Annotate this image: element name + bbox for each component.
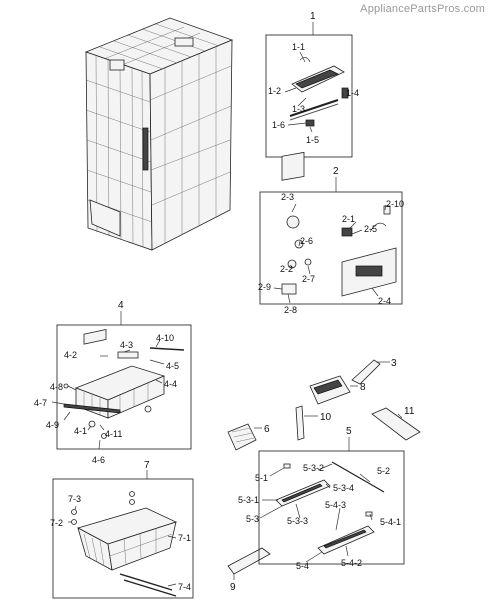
label-2-7: 2-7 xyxy=(302,274,315,284)
part-11: 11 xyxy=(371,406,421,441)
label-5-4: 5-4 xyxy=(296,561,309,571)
label-1-6: 1-6 xyxy=(272,120,285,130)
label-7-4: 7-4 xyxy=(178,582,191,592)
label-2-6: 2-6 xyxy=(300,236,313,246)
group-7: 7 7-3 7-2 7-1 7-4 xyxy=(50,460,194,599)
refrigerator-cabinet xyxy=(84,17,234,251)
label-1-5: 1-5 xyxy=(306,135,319,145)
label-4-1: 4-1 xyxy=(74,426,87,436)
label-5-3-1: 5-3-1 xyxy=(238,495,259,505)
label-5-1: 5-1 xyxy=(255,473,268,483)
label-2-8: 2-8 xyxy=(284,305,297,315)
label-4-9: 4-9 xyxy=(46,420,59,430)
label-2-4: 2-4 xyxy=(378,296,391,306)
label-7-2: 7-2 xyxy=(50,518,63,528)
label-4-4: 4-4 xyxy=(164,379,177,389)
label-4-2: 4-2 xyxy=(64,350,77,360)
label-2-1: 2-1 xyxy=(342,214,355,224)
label-5-4-2: 5-4-2 xyxy=(341,558,362,568)
label-4-10: 4-10 xyxy=(156,333,174,343)
label-4-6: 4-6 xyxy=(92,455,105,465)
label-5-3-2: 5-3-2 xyxy=(303,463,324,473)
part-10: 10 xyxy=(295,405,332,441)
label-10: 10 xyxy=(320,412,332,423)
label-1-3: 1-3 xyxy=(292,104,305,114)
label-2-9: 2-9 xyxy=(258,282,271,292)
part-9: 9 xyxy=(227,547,271,593)
group-2: 2 2-3 2-10 2-1 2-5 2-6 2-2 2-7 2-9 2-8 xyxy=(258,151,404,315)
label-9: 9 xyxy=(230,582,236,593)
group-1: 1 1-1 1-2 1-3 1-4 1-6 1-5 xyxy=(265,11,359,158)
label-2-5: 2-5 xyxy=(364,224,377,234)
label-4-7: 4-7 xyxy=(34,398,47,408)
watermark: AppliancePartsPros.com xyxy=(360,3,485,15)
label-4-11: 4-11 xyxy=(105,429,122,439)
part-3: 3 xyxy=(351,358,397,385)
label-5-3-3: 5-3-3 xyxy=(287,516,308,526)
group-2-frame xyxy=(259,191,403,305)
part-6: 6 xyxy=(227,423,270,451)
label-2-3: 2-3 xyxy=(281,192,294,202)
label-5-4-1: 5-4-1 xyxy=(380,517,401,527)
group-5-frame xyxy=(258,450,405,565)
label-1-4: 1-4 xyxy=(346,88,359,98)
part-8: 8 xyxy=(309,375,366,405)
label-2-10: 2-10 xyxy=(386,199,404,209)
label-8: 8 xyxy=(360,382,366,393)
label-3: 3 xyxy=(391,358,397,369)
label-4-5: 4-5 xyxy=(166,361,179,371)
label-1-1: 1-1 xyxy=(292,42,305,52)
label-1-2: 1-2 xyxy=(268,86,281,96)
label-4-8: 4-8 xyxy=(50,382,63,392)
label-5-2: 5-2 xyxy=(377,466,390,476)
label-2: 2 xyxy=(333,166,339,177)
label-1: 1 xyxy=(310,11,316,22)
label-5: 5 xyxy=(346,426,352,437)
label-7-3: 7-3 xyxy=(68,494,81,504)
group-7-frame xyxy=(52,478,194,599)
label-7-1: 7-1 xyxy=(178,533,191,543)
label-5-3: 5-3 xyxy=(246,514,259,524)
label-6: 6 xyxy=(264,424,270,435)
group-4: 4 4-10 4-3 4-2 4 xyxy=(34,300,192,465)
label-2-2: 2-2 xyxy=(280,264,293,274)
group-5: 5 5-1 5-3-2 5-2 5-3-4 5-3-1 5-4-3 5-3 5-… xyxy=(238,426,405,571)
label-5-4-3: 5-4-3 xyxy=(325,500,346,510)
group-4-frame xyxy=(56,324,192,450)
label-7: 7 xyxy=(144,460,150,471)
label-11: 11 xyxy=(404,406,415,417)
group-1-frame xyxy=(265,34,353,158)
label-4-3: 4-3 xyxy=(120,340,133,350)
label-5-3-4: 5-3-4 xyxy=(333,483,354,493)
label-4: 4 xyxy=(118,300,124,311)
